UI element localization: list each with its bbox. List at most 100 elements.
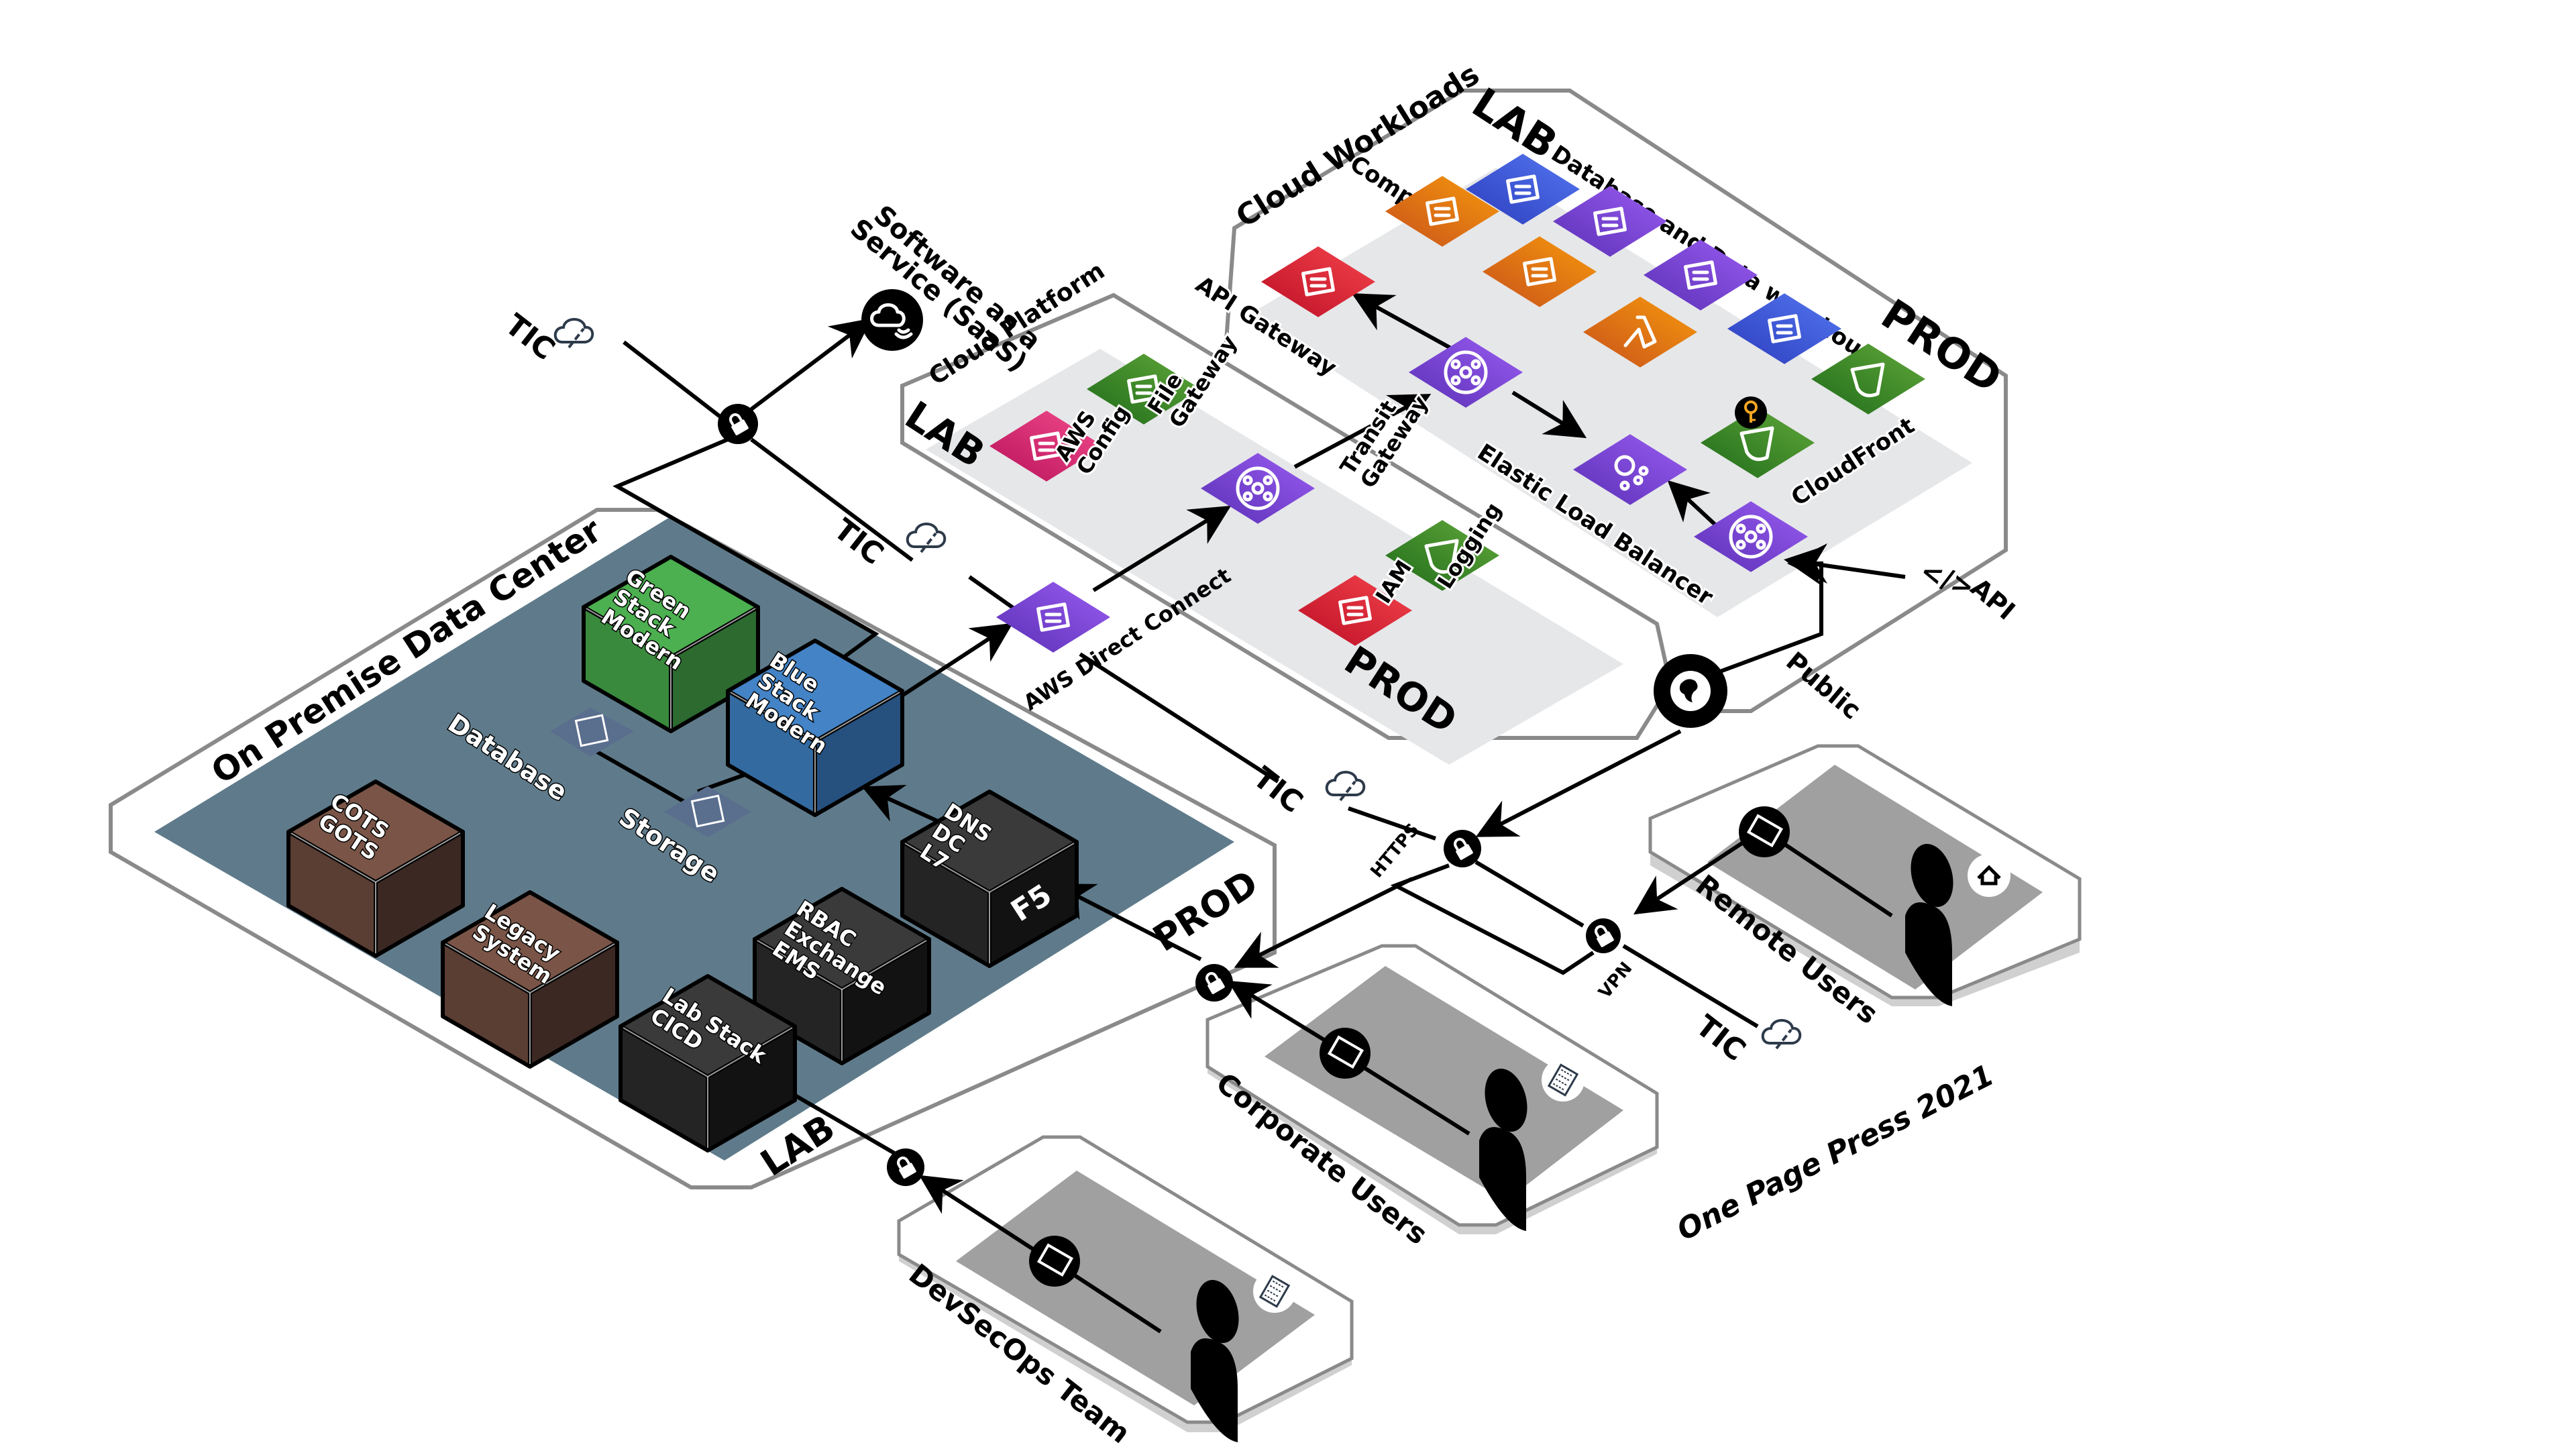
lock-icon bbox=[729, 413, 749, 435]
prod-lock[interactable] bbox=[1195, 964, 1233, 1002]
user-groups bbox=[1029, 806, 2010, 1442]
globe-icon bbox=[1679, 679, 1698, 702]
key-icon bbox=[1735, 396, 1767, 429]
vpn-lock[interactable] bbox=[1586, 918, 1621, 953]
cloud-transfer-icon bbox=[906, 523, 947, 553]
user-group-corporate[interactable] bbox=[1320, 1028, 1585, 1231]
security-locks bbox=[718, 404, 1621, 1186]
containers-icon bbox=[1426, 197, 1459, 226]
compute-lambda-tile[interactable] bbox=[1583, 297, 1697, 368]
rds-tile[interactable] bbox=[1466, 154, 1580, 225]
building-icon bbox=[1253, 1270, 1296, 1313]
line-https-to-prod-lock bbox=[1234, 877, 1413, 968]
line-direct-connect-to-tic-lower bbox=[1079, 652, 1279, 784]
line-tic-to-lock bbox=[623, 340, 729, 425]
person-icon bbox=[1905, 843, 1953, 1006]
monitor-icon bbox=[1029, 1236, 1080, 1287]
https-label: HTTPS bbox=[1366, 820, 1423, 882]
monitor-icon bbox=[1739, 806, 1790, 857]
tic-gateway-2[interactable]: TIC bbox=[1246, 760, 1366, 820]
api-gateway-tile[interactable] bbox=[1261, 246, 1375, 317]
iam-tile[interactable] bbox=[1298, 575, 1412, 646]
line-lock-to-blue-stack bbox=[612, 437, 879, 673]
lock-icon bbox=[897, 1157, 916, 1179]
aws-services bbox=[989, 154, 1925, 653]
secure-bucket-tile[interactable] bbox=[1701, 407, 1815, 478]
tic-gateway-1[interactable]: TIC bbox=[827, 512, 947, 572]
line-tic-lower-to-https bbox=[1348, 806, 1436, 841]
person-icon bbox=[1479, 1068, 1527, 1231]
line-public-to-https bbox=[1475, 729, 1682, 837]
bucket-icon bbox=[1850, 362, 1885, 398]
line-remote-to-vpn bbox=[1633, 833, 1756, 915]
compute-containers-tile[interactable] bbox=[1385, 176, 1499, 247]
vpn-label: VPN bbox=[1595, 959, 1636, 1003]
config-icon bbox=[1030, 431, 1063, 461]
cloud-transfer-icon bbox=[553, 318, 594, 349]
cloudfront-edge-tile[interactable] bbox=[1694, 501, 1808, 572]
line-vpn-to-tic-bottom bbox=[1622, 944, 1759, 1028]
user-group-remote[interactable] bbox=[1739, 806, 2010, 1006]
credit-text: One Page Press 2021 bbox=[1672, 1058, 1999, 1248]
cloud-transfer-icon bbox=[1325, 771, 1366, 802]
monitor-icon bbox=[1320, 1028, 1371, 1079]
user-group-devsecops[interactable] bbox=[1029, 1236, 1296, 1442]
saas-label-line2: Service (SaaS) bbox=[845, 213, 1033, 378]
elb-tile[interactable] bbox=[1573, 434, 1687, 505]
person-icon bbox=[1191, 1279, 1239, 1442]
line-devsecops-to-lab-lock bbox=[918, 1175, 1048, 1260]
https-lock[interactable] bbox=[1444, 830, 1481, 867]
analytics-tile[interactable] bbox=[1644, 239, 1758, 311]
chip-icon bbox=[1523, 257, 1556, 286]
cloud-hand-icon bbox=[870, 303, 906, 327]
line-https-to-vpn bbox=[1474, 860, 1585, 928]
line-direct-connect-to-transit bbox=[1092, 505, 1232, 592]
workload-transit-tile[interactable] bbox=[1409, 337, 1523, 408]
transit-gateway-tile[interactable] bbox=[1201, 453, 1315, 524]
direct-connect-tile[interactable] bbox=[996, 582, 1110, 653]
lambda-icon bbox=[1623, 315, 1657, 349]
line-public-to-edge bbox=[1703, 543, 1827, 680]
logging-tile[interactable] bbox=[1385, 520, 1499, 591]
lock-icon bbox=[1595, 925, 1614, 947]
line-lock-to-saas bbox=[750, 318, 872, 411]
file-gateway-tile[interactable] bbox=[1087, 354, 1201, 425]
line-f5-to-blue bbox=[861, 785, 941, 824]
tic-label: TIC bbox=[498, 307, 561, 367]
saas-lock[interactable] bbox=[718, 404, 758, 444]
datacenter-zone: On Premise Data Center PROD LAB bbox=[109, 508, 1277, 1189]
line-transit-to-elb bbox=[1511, 390, 1587, 439]
iam-icon bbox=[1338, 596, 1372, 625]
line-transit-to-api-gateway bbox=[1351, 293, 1457, 353]
aws-config-tile[interactable] bbox=[989, 411, 1104, 482]
line-blue-to-direct-connect bbox=[898, 623, 1014, 700]
dynamodb-tile[interactable] bbox=[1727, 293, 1841, 364]
lock-icon bbox=[1205, 972, 1225, 994]
warehouse-icon bbox=[1593, 207, 1627, 236]
cloudfront-icon bbox=[1729, 515, 1773, 559]
analytics-icon bbox=[1684, 260, 1717, 290]
line-corporate-to-prod-lock bbox=[1227, 980, 1336, 1049]
tic-gateway-0[interactable]: TIC bbox=[498, 307, 594, 367]
saas-node[interactable]: Software as a Service (SaaS) bbox=[845, 199, 1046, 378]
corporate-users-zone bbox=[1205, 944, 1659, 1234]
database-icon bbox=[1506, 174, 1540, 204]
lock-icon bbox=[1454, 838, 1473, 860]
connections bbox=[589, 293, 1906, 1334]
lab-lock[interactable] bbox=[887, 1148, 924, 1186]
bucket-icon bbox=[1739, 426, 1774, 462]
cloudfront-bucket-tile[interactable] bbox=[1811, 343, 1925, 415]
compute-ec2-tile[interactable] bbox=[1483, 236, 1597, 307]
direct-connect-icon bbox=[1036, 602, 1070, 632]
line-transit-to-workload-transit bbox=[1293, 394, 1432, 469]
redshift-tile[interactable] bbox=[1553, 186, 1667, 257]
line-lock-to-tic-mid bbox=[750, 437, 914, 562]
